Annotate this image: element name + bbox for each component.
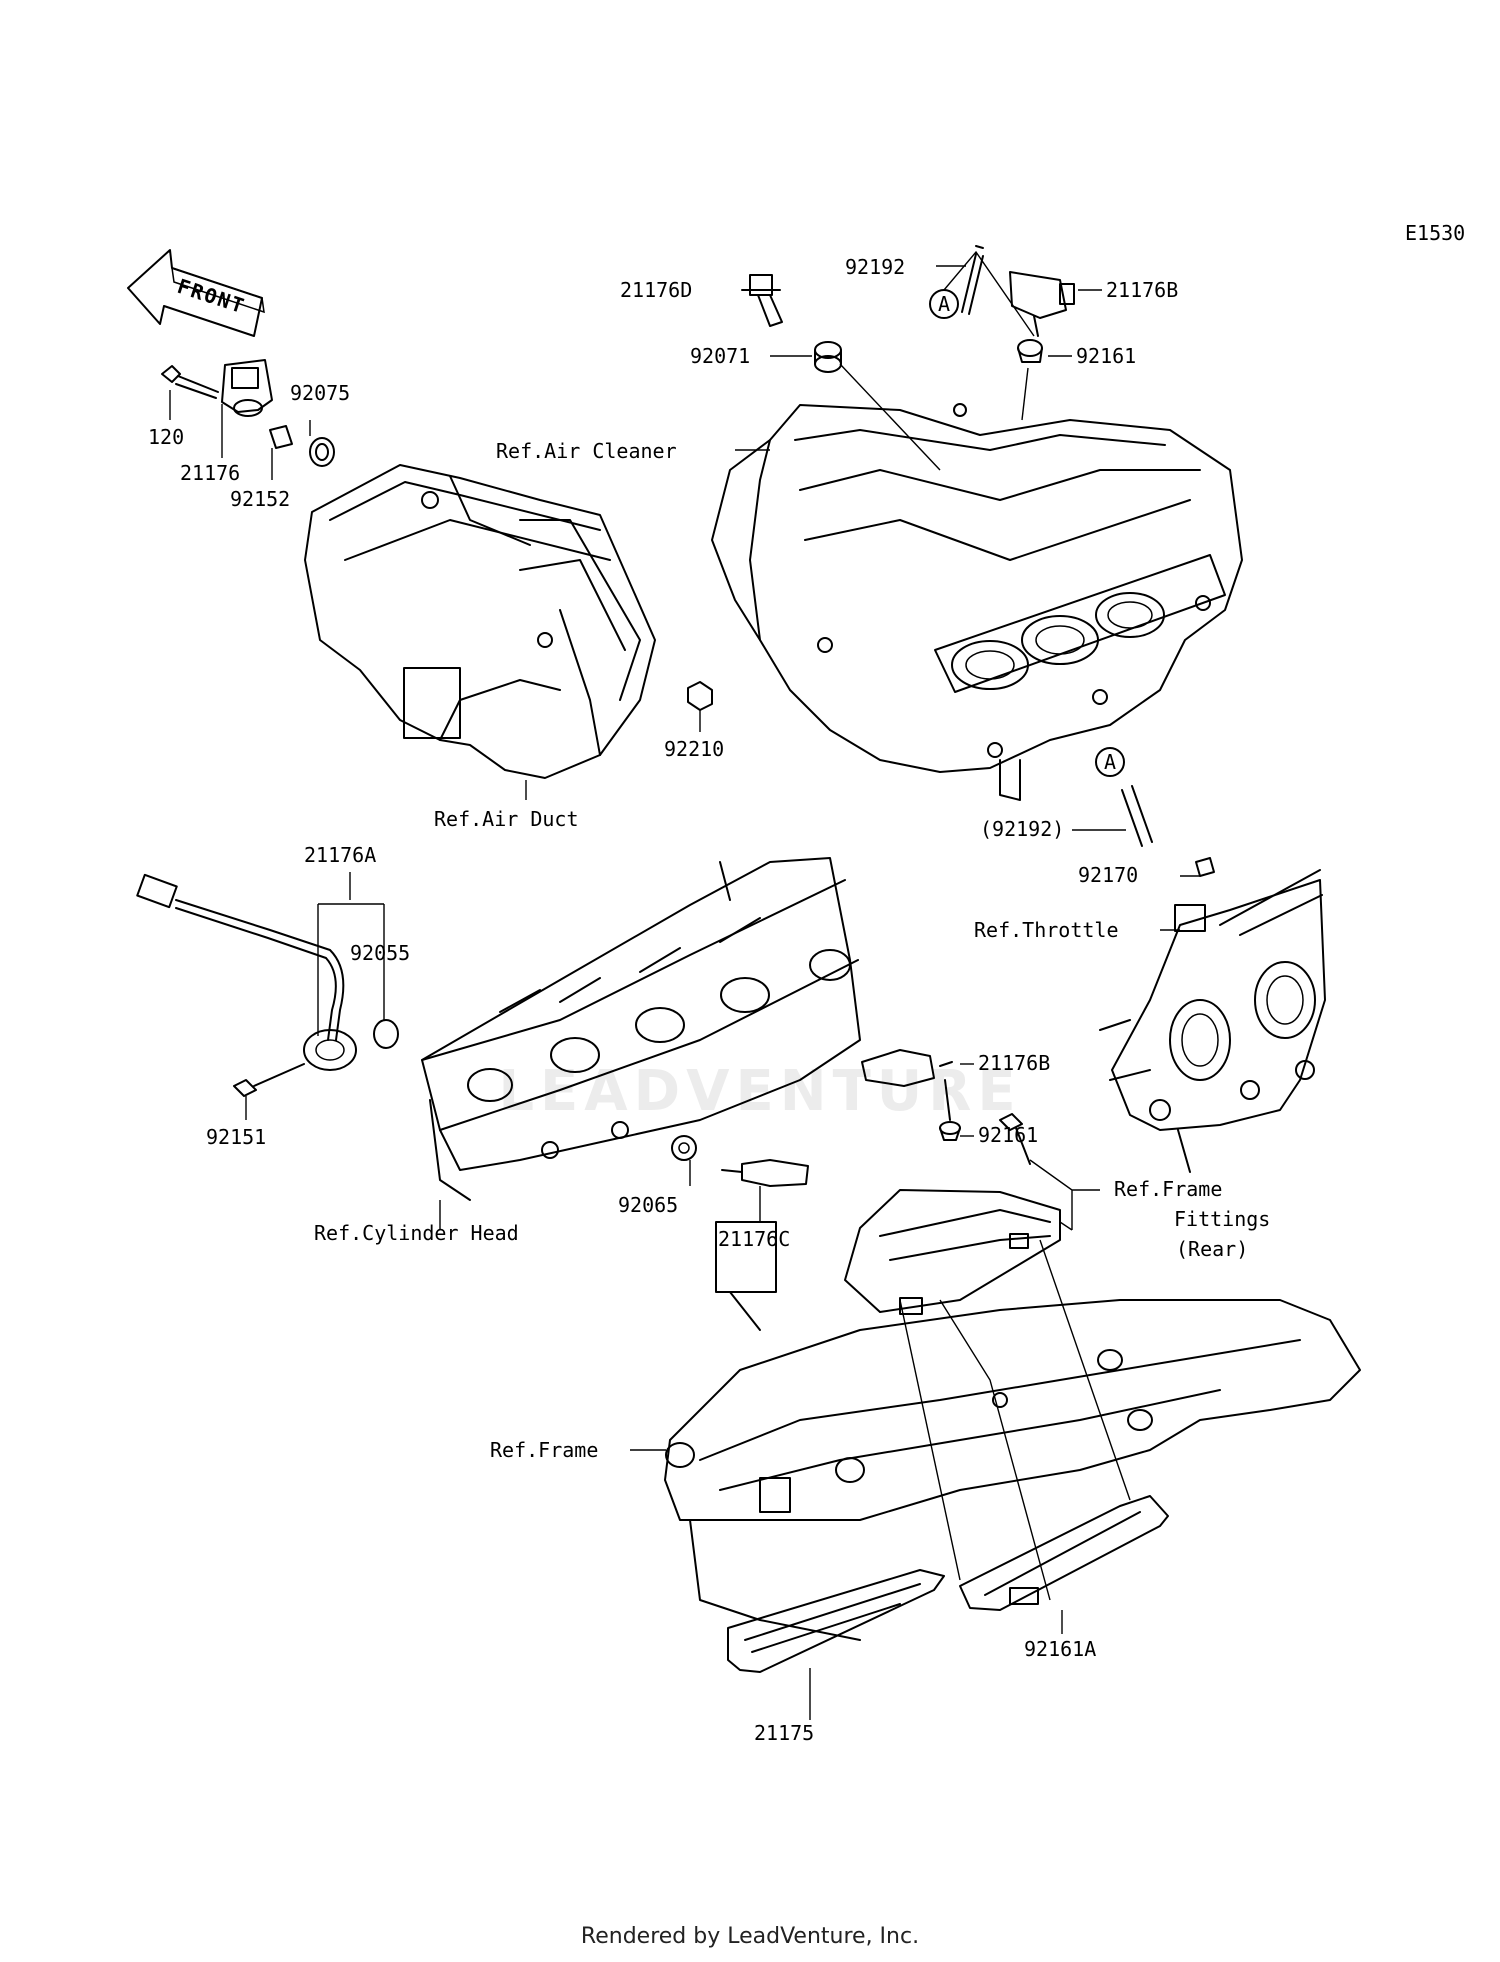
grommet-92161-top-part <box>1017 339 1043 363</box>
label-92161A: 92161A <box>1024 1637 1096 1661</box>
label-21176B-top: 21176B <box>1106 278 1178 302</box>
sensor-21176C-part <box>721 1159 809 1187</box>
label-ref-throttle: Ref.Throttle <box>974 918 1119 942</box>
grommet-92075-part <box>309 437 335 467</box>
sensor-21176-part <box>221 359 273 417</box>
front-arrow-icon: FRONT <box>127 249 265 337</box>
sensor-21176B-mid-part <box>861 1049 953 1121</box>
watermark-text: LEADVENTURE <box>498 1059 1021 1124</box>
svg-text:A: A <box>1104 750 1116 774</box>
label-ref-frame-fittings-3: (Rear) <box>1176 1237 1248 1261</box>
cylinder-head-part <box>421 857 861 1201</box>
air-cleaner-part <box>711 403 1243 801</box>
label-92192: 92192 <box>845 255 905 279</box>
label-92071: 92071 <box>690 344 750 368</box>
bolt-92151-part <box>233 1063 305 1097</box>
diagram-code: E1530 <box>1405 221 1465 245</box>
label-92210: 92210 <box>664 737 724 761</box>
label-21176: 21176 <box>180 461 240 485</box>
label-92161-top: 92161 <box>1076 344 1136 368</box>
svg-text:A: A <box>938 292 950 316</box>
leader-lines <box>169 250 1200 1720</box>
footer-credit: Rendered by LeadVenture, Inc. <box>580 1924 920 1949</box>
label-92170: 92170 <box>1078 863 1138 887</box>
label-ref-frame-fittings-2: Fittings <box>1174 1207 1270 1231</box>
bolt-120-part <box>161 365 219 399</box>
label-21176B-mid: 21176B <box>978 1051 1050 1075</box>
callout-a-top: A <box>929 289 959 319</box>
ecu-21175-part <box>727 1569 945 1673</box>
label-21175: 21175 <box>754 1721 814 1745</box>
label-21176D: 21176D <box>620 278 692 302</box>
label-21176C: 21176C <box>718 1227 790 1251</box>
grommet-92071-part <box>814 341 842 373</box>
label-ref-cylinder-head: Ref.Cylinder Head <box>314 1221 519 1245</box>
label-ref-air-duct: Ref.Air Duct <box>434 807 579 831</box>
hose-92192-lower-part <box>1121 785 1153 847</box>
bolt-frame-fittings-part <box>999 1113 1031 1165</box>
throttle-body-part <box>1099 869 1326 1173</box>
frame-fittings-rear-part <box>844 1189 1061 1315</box>
label-92075: 92075 <box>290 381 350 405</box>
grommet-92161-mid-part <box>939 1121 961 1141</box>
frame-part <box>664 1221 1361 1641</box>
label-92151: 92151 <box>206 1125 266 1149</box>
label-ref-frame-fittings-1: Ref.Frame <box>1114 1177 1222 1201</box>
label-92152: 92152 <box>230 487 290 511</box>
washer-92065-part <box>671 1135 697 1161</box>
label-92161-mid: 92161 <box>978 1123 1038 1147</box>
sensor-21176A-part <box>136 873 357 1071</box>
label-ref-frame: Ref.Frame <box>490 1438 598 1462</box>
label-ref-air-cleaner: Ref.Air Cleaner <box>496 439 677 463</box>
label-92065: 92065 <box>618 1193 678 1217</box>
o-ring-92055-part <box>373 1019 399 1049</box>
air-duct-part <box>304 464 656 779</box>
fitting-92170-part <box>1195 857 1215 877</box>
label-21176A: 21176A <box>304 843 376 867</box>
washer-92152-part <box>269 425 293 449</box>
callout-a-right: A <box>1095 747 1125 777</box>
sensor-21176D-part <box>741 274 783 327</box>
sensor-21176B-top-part <box>1009 271 1075 337</box>
label-92055: 92055 <box>350 941 410 965</box>
nut-92210-part <box>687 681 713 711</box>
label-92192-paren: (92192) <box>980 817 1064 841</box>
ecu-mount-92161A-part <box>959 1495 1169 1611</box>
label-120: 120 <box>148 425 184 449</box>
hose-92192-part <box>961 245 984 315</box>
